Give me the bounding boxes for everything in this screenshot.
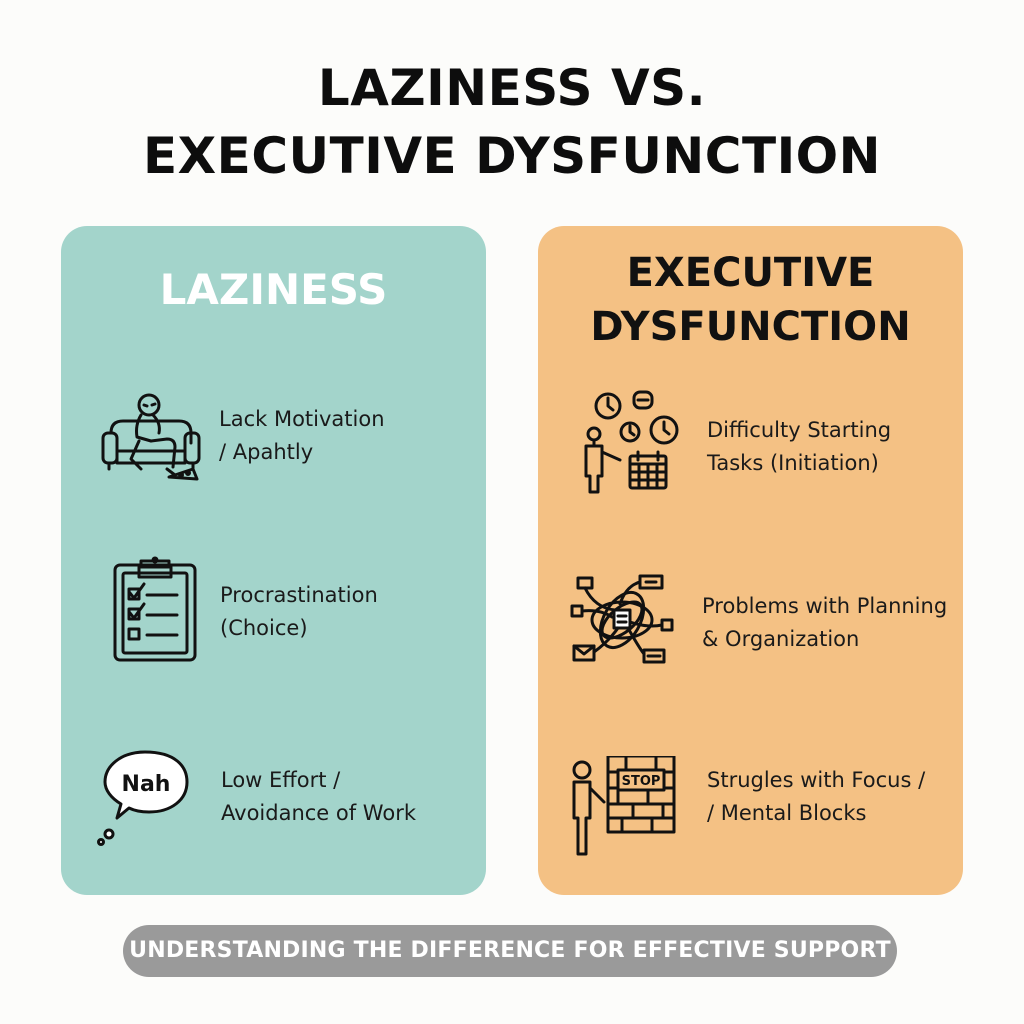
label-line-1: Lack Motivation — [219, 407, 385, 431]
page-title-line-2: EXECUTIVE DYSFUNCTION — [142, 127, 882, 185]
label-line-2: / Mental Blocks — [707, 801, 867, 825]
executive-heading-line-2: DYSFUNCTION — [590, 304, 911, 350]
laziness-item-label: Procrastination (Choice) — [220, 579, 378, 645]
laziness-item-procrastination: Procrastination (Choice) — [61, 555, 486, 665]
label-line-2: (Choice) — [220, 616, 308, 640]
tangled-flowchart-icon — [568, 570, 678, 680]
page-title: LAZINESS VS. EXECUTIVE DYSFUNCTION — [0, 54, 1024, 190]
label-line-1: Difficulty Starting — [707, 418, 892, 442]
executive-dysfunction-heading: EXECUTIVE DYSFUNCTION — [538, 246, 963, 354]
footer-banner: UNDERSTANDING THE DIFFERENCE FOR EFFECTI… — [123, 925, 897, 977]
laziness-item-low-effort: Nah Low Effort / Avoidance of Work — [61, 742, 486, 852]
executive-item-label: Problems with Planning & Organization — [702, 590, 947, 656]
executive-item-focus-mental-blocks: STOP Strugles with Focus / / Mental Bloc… — [538, 756, 963, 866]
clipboard-checklist-icon — [103, 555, 213, 665]
person-facing-stop-wall-icon: STOP — [566, 756, 676, 866]
executive-dysfunction-panel: EXECUTIVE DYSFUNCTION Difficulty S — [538, 226, 963, 895]
label-line-2: & Organization — [702, 627, 860, 651]
label-line-1: Problems with Planning — [702, 594, 948, 618]
label-line-1: Procrastination — [220, 583, 378, 607]
executive-item-difficulty-starting: Difficulty Starting Tasks (Initiation) — [538, 386, 963, 496]
laziness-item-label: Lack Motivation / Apahtly — [219, 403, 385, 469]
label-line-2: Tasks (Initiation) — [707, 451, 879, 475]
page-title-line-1: LAZINESS VS. — [317, 59, 707, 117]
speech-bubble-text: Nah — [122, 772, 171, 797]
laziness-item-lack-motivation: Lack Motivation / Apahtly — [61, 381, 486, 491]
speech-bubble-icon: Nah — [95, 742, 205, 852]
executive-heading-line-1: EXECUTIVE — [626, 250, 875, 296]
executive-item-label: Strugles with Focus / / Mental Blocks — [707, 764, 925, 830]
laziness-panel: LAZINESS Lack Motiva — [61, 226, 486, 895]
label-line-2: Avoidance of Work — [221, 801, 416, 825]
person-slouching-on-couch-icon — [97, 381, 207, 491]
label-line-2: / Apahtly — [219, 440, 314, 464]
footer-text: UNDERSTANDING THE DIFFERENCE FOR EFFECTI… — [129, 938, 891, 963]
stop-sign-text: STOP — [622, 774, 661, 789]
laziness-item-label: Low Effort / Avoidance of Work — [221, 764, 416, 830]
label-line-1: Low Effort / — [221, 768, 341, 792]
person-with-clocks-and-calendar-icon — [578, 386, 688, 496]
label-line-1: Strugles with Focus / — [707, 768, 926, 792]
executive-item-label: Difficulty Starting Tasks (Initiation) — [707, 414, 891, 480]
laziness-heading: LAZINESS — [61, 262, 486, 318]
laziness-heading-text: LAZINESS — [159, 265, 388, 314]
executive-item-planning-organization: Problems with Planning & Organization — [538, 570, 963, 680]
